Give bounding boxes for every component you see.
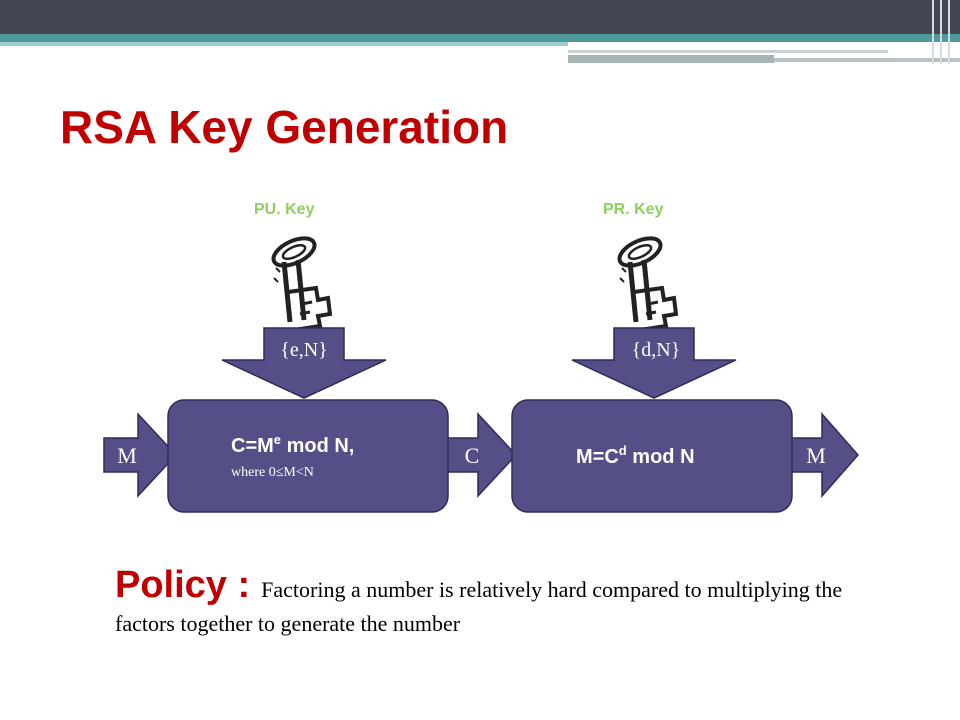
input-label: M — [117, 443, 137, 468]
decrypt-formula-prefix: M=C — [576, 446, 619, 468]
decryption-box — [511, 399, 793, 513]
header-accent-line — [568, 55, 774, 63]
cipher-label: C — [465, 443, 480, 468]
private-key-value: {d,N} — [632, 339, 681, 361]
encrypt-condition: where 0≤M<N — [231, 465, 314, 480]
output-arrow — [789, 412, 859, 498]
decrypt-formula-suffix: mod N — [627, 446, 695, 468]
encrypt-formula-suffix: mod N, — [281, 435, 354, 457]
header-accent-line — [568, 50, 888, 53]
output-label: M — [806, 443, 826, 468]
private-key-arrow — [571, 327, 737, 399]
policy-statement: Policy : Factoring a number is relativel… — [115, 566, 855, 641]
encryption-box — [167, 399, 449, 513]
decrypt-formula-exponent: d — [619, 443, 627, 458]
public-key-label: PU. Key — [254, 201, 315, 218]
header-accent-line — [774, 58, 960, 62]
encrypt-formula-exponent: e — [274, 432, 281, 447]
header-accent-stripe-light — [0, 42, 568, 46]
policy-label: Policy : — [115, 564, 251, 606]
encrypt-formula-prefix: C=M — [231, 435, 274, 457]
public-key-arrow — [221, 327, 387, 399]
key-icon — [615, 233, 676, 330]
policy-text: Factoring a number is relatively hard co… — [115, 577, 843, 636]
private-key-label: PR. Key — [603, 201, 664, 218]
corner-stripe — [940, 0, 942, 64]
header-accent-stripe — [0, 34, 960, 42]
slide-title: RSA Key Generation — [60, 101, 509, 153]
corner-stripe — [932, 0, 934, 64]
input-arrow — [103, 412, 178, 498]
header-bar — [0, 0, 960, 34]
encrypt-formula: C=Me mod N, — [231, 432, 354, 457]
corner-stripe — [948, 0, 950, 64]
public-key-value: {e,N} — [280, 339, 328, 361]
key-icon — [269, 233, 330, 330]
decrypt-formula: M=Cd mod N — [576, 443, 695, 468]
